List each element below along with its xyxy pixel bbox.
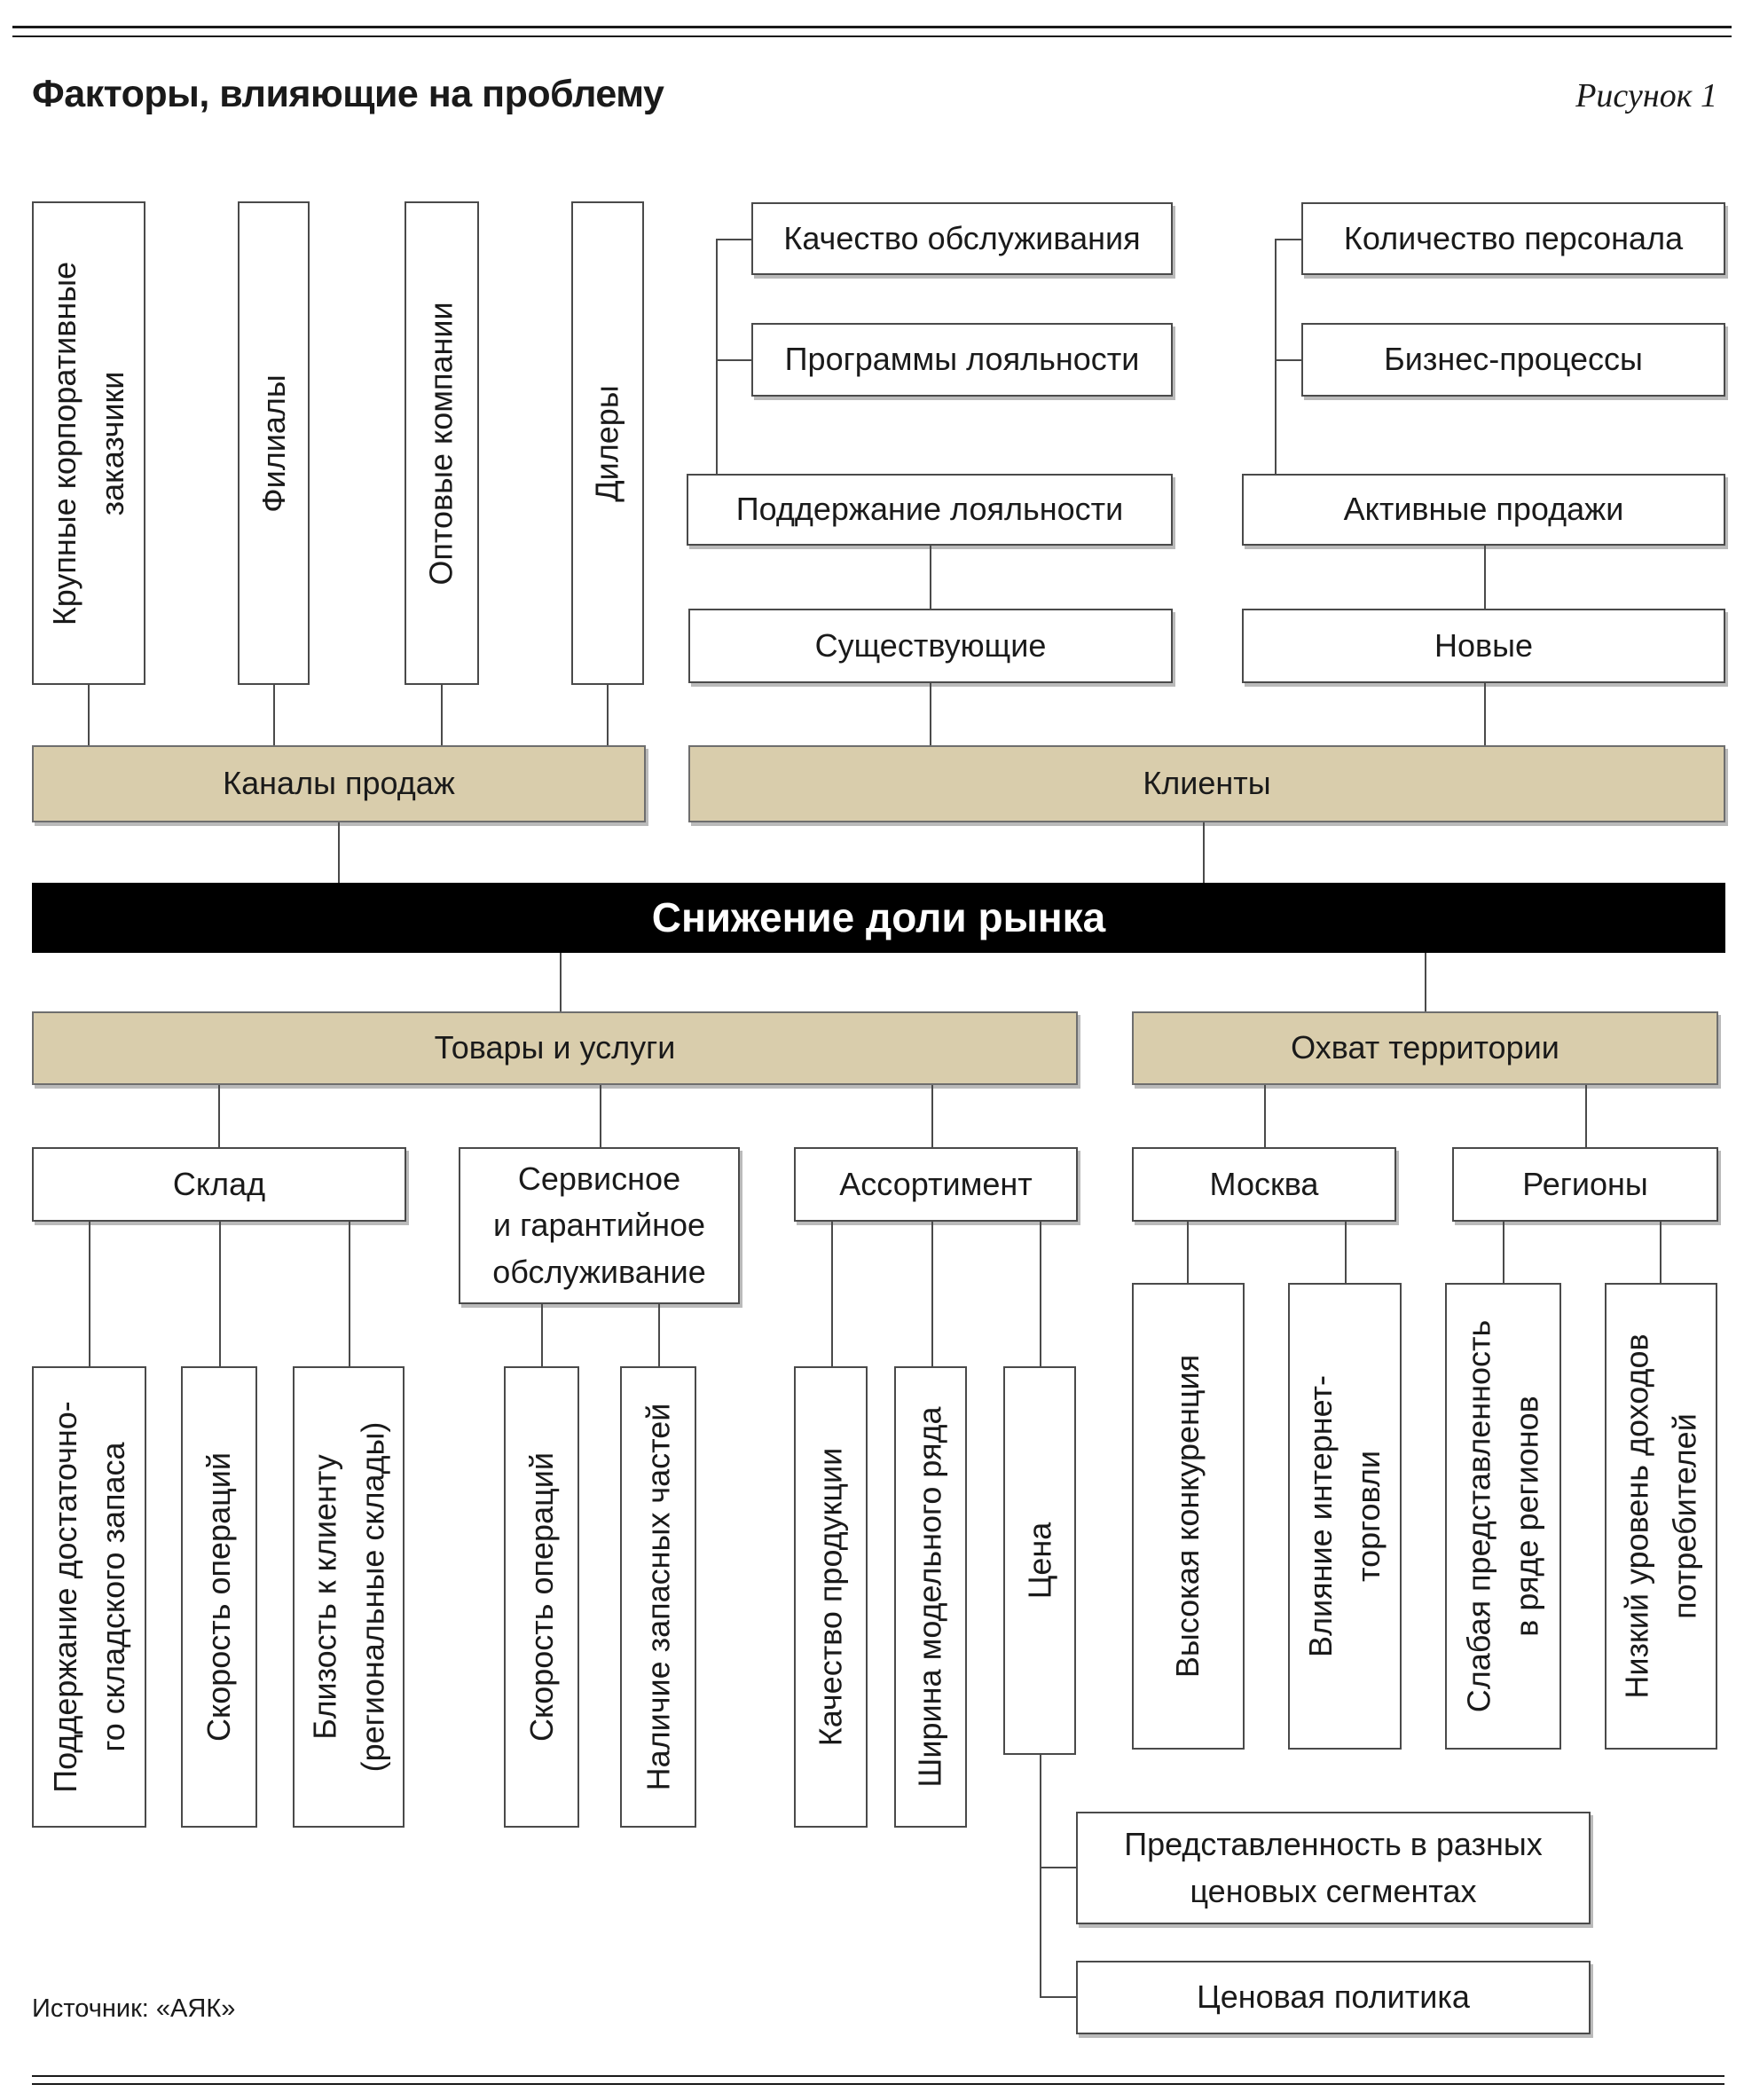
node-label: Влияние интернет- торговли xyxy=(1302,1375,1387,1657)
node-price: Цена xyxy=(1003,1366,1076,1755)
connector-line xyxy=(1585,1085,1587,1147)
connector-line xyxy=(219,1222,221,1366)
connector-line xyxy=(931,1085,933,1147)
connector-line xyxy=(607,685,609,745)
node-label: Качество продукции xyxy=(812,1447,849,1747)
source-note: Источник: «АЯК» xyxy=(32,1994,236,2023)
node-label: Оптовые компании xyxy=(423,301,460,586)
node-high-competition: Высокая конкуренция xyxy=(1132,1283,1245,1750)
connector-line xyxy=(541,1304,543,1366)
node-label: Поддержание достаточно- го складского за… xyxy=(46,1401,131,1793)
node-personnel-count: Количество персонала xyxy=(1301,202,1725,275)
connector-line xyxy=(716,239,718,474)
connector-line xyxy=(1264,1085,1266,1147)
node-product-quality: Качество продукции xyxy=(794,1366,868,1828)
node-label: Ширина модельного ряда xyxy=(912,1406,948,1788)
node-warehouse: Склад xyxy=(32,1147,406,1222)
node-existing-clients: Существующие xyxy=(688,609,1173,683)
node-loyalty-programs: Программы лояльности xyxy=(751,323,1173,397)
node-weak-regional-presence: Слабая представленность в ряде регионов xyxy=(1445,1283,1561,1750)
connector-line xyxy=(930,546,931,609)
connector-line xyxy=(1275,239,1301,240)
node-new-clients: Новые xyxy=(1242,609,1725,683)
connector-line xyxy=(89,1222,90,1366)
node-internet-trade-influence: Влияние интернет- торговли xyxy=(1288,1283,1402,1750)
group-products-services: Товары и услуги xyxy=(32,1011,1078,1085)
connector-line xyxy=(1660,1222,1662,1283)
node-low-consumer-income: Низкий уровень доходов потребителей xyxy=(1605,1283,1717,1750)
connector-line xyxy=(1040,1222,1041,1366)
node-spare-parts-availability: Наличие запасных частей xyxy=(620,1366,696,1828)
connector-line xyxy=(218,1085,220,1147)
node-service-warranty: Сервисное и гарантийное обслуживание xyxy=(459,1147,740,1304)
connector-line xyxy=(88,685,90,745)
node-active-sales: Активные продажи xyxy=(1242,474,1725,546)
node-label: Наличие запасных частей xyxy=(640,1403,677,1791)
node-price-policy: Ценовая политика xyxy=(1076,1961,1591,2034)
node-label: Близость к клиенту (региональные склады) xyxy=(306,1421,391,1773)
connector-line xyxy=(931,1222,933,1366)
connector-line xyxy=(658,1304,660,1366)
top-rule-thick xyxy=(12,26,1732,28)
node-business-processes: Бизнес-процессы xyxy=(1301,323,1725,397)
node-branches: Филиалы xyxy=(238,201,310,685)
node-maintain-loyalty: Поддержание лояльности xyxy=(687,474,1173,546)
connector-line xyxy=(1275,239,1277,474)
connector-line xyxy=(560,953,562,1011)
connector-line xyxy=(930,683,931,745)
node-label: Филиалы xyxy=(255,374,292,513)
connector-line xyxy=(349,1222,350,1366)
node-label: Дилеры xyxy=(589,384,626,502)
problem-box: Снижение доли рынка xyxy=(32,883,1725,953)
figure-label: Рисунок 1 xyxy=(1575,77,1717,114)
node-moscow: Москва xyxy=(1132,1147,1396,1222)
connector-line xyxy=(1503,1222,1504,1283)
node-sufficient-stock: Поддержание достаточно- го складского за… xyxy=(32,1366,146,1828)
bottom-rule-lower xyxy=(32,2083,1724,2085)
top-rule-thin xyxy=(12,35,1732,37)
node-label: Слабая представленность в ряде регионов xyxy=(1460,1319,1545,1713)
group-clients: Клиенты xyxy=(688,745,1725,822)
connector-line xyxy=(1425,953,1426,1011)
connector-line xyxy=(273,685,275,745)
connector-line xyxy=(1187,1222,1189,1283)
node-label: Низкий уровень доходов потребителей xyxy=(1618,1333,1703,1699)
node-regions: Регионы xyxy=(1452,1147,1718,1222)
node-operation-speed-warehouse: Скорость операций xyxy=(181,1366,257,1828)
node-large-corporate-customers: Крупные корпоративные заказчики xyxy=(32,201,145,685)
node-price-segments-presence: Представленность в разных ценовых сегмен… xyxy=(1076,1812,1591,1924)
node-label: Скорость операций xyxy=(200,1452,238,1742)
connector-line xyxy=(441,685,443,745)
node-service-quality: Качество обслуживания xyxy=(751,202,1173,275)
connector-line xyxy=(1484,683,1486,745)
node-label: Высокая конкуренция xyxy=(1169,1354,1206,1679)
connector-line xyxy=(1345,1222,1347,1283)
connector-line xyxy=(1484,546,1486,609)
node-label: Крупные корпоративные заказчики xyxy=(46,261,131,625)
connector-line xyxy=(716,239,751,240)
group-sales-channels: Каналы продаж xyxy=(32,745,646,822)
connector-line xyxy=(1040,1867,1076,1868)
connector-line xyxy=(600,1085,601,1147)
node-proximity-to-client: Близость к клиенту (региональные склады) xyxy=(293,1366,405,1828)
connector-line xyxy=(1203,822,1205,883)
node-model-range-width: Ширина модельного ряда xyxy=(894,1366,967,1828)
node-wholesale-companies: Оптовые компании xyxy=(405,201,479,685)
page-title: Факторы, влияющие на проблему xyxy=(32,73,664,115)
connector-line xyxy=(1040,1996,1076,1998)
node-label: Скорость операций xyxy=(522,1452,560,1742)
connector-line xyxy=(716,359,751,361)
node-assortment: Ассортимент xyxy=(794,1147,1078,1222)
node-dealers: Дилеры xyxy=(571,201,644,685)
connector-line xyxy=(338,822,340,883)
connector-line xyxy=(1275,359,1301,361)
bottom-rule-upper xyxy=(32,2075,1724,2077)
connector-line xyxy=(1040,1755,1041,1998)
connector-line xyxy=(831,1222,833,1366)
node-label: Цена xyxy=(1021,1522,1057,1600)
node-operation-speed-service: Скорость операций xyxy=(504,1366,579,1828)
group-territory: Охват территории xyxy=(1132,1011,1718,1085)
